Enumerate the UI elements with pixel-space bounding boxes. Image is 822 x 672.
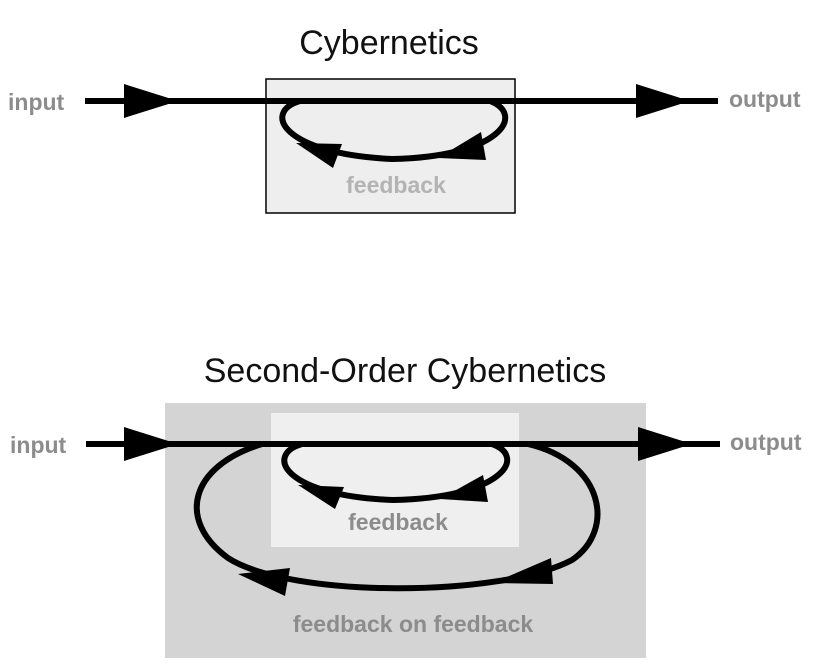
output-label: output bbox=[729, 86, 801, 112]
second-order-diagram: Second-Order Cybernetics input output fe… bbox=[10, 352, 802, 658]
output-arrowhead bbox=[638, 427, 692, 461]
feedback-loop bbox=[279, 98, 509, 163]
second-order-title: Second-Order Cybernetics bbox=[204, 352, 607, 390]
inner-feedback-arrowhead-right bbox=[440, 475, 488, 502]
input-label: input bbox=[10, 432, 67, 458]
feedback-arrowhead-left bbox=[296, 143, 342, 168]
first-order-diagram: Cybernetics input output feedback bbox=[8, 24, 801, 214]
outer-feedback-arrowhead-left bbox=[238, 568, 290, 596]
feedback-loop bbox=[281, 441, 511, 504]
second-order-feedback-loop bbox=[193, 441, 601, 592]
input-label: input bbox=[8, 89, 65, 115]
feedback-arrowhead-right bbox=[438, 132, 486, 160]
feedback-label: feedback bbox=[346, 172, 446, 198]
outer-feedback-arrowhead-right bbox=[493, 558, 553, 584]
first-order-title: Cybernetics bbox=[299, 24, 479, 62]
feedback-on-feedback-label: feedback on feedback bbox=[293, 611, 534, 637]
output-label: output bbox=[730, 429, 802, 455]
inner-feedback-arrowhead-left bbox=[298, 485, 344, 509]
input-arrowhead bbox=[124, 84, 178, 118]
feedback-label: feedback bbox=[348, 509, 448, 535]
input-arrowhead bbox=[124, 427, 178, 461]
output-arrowhead bbox=[636, 84, 690, 118]
